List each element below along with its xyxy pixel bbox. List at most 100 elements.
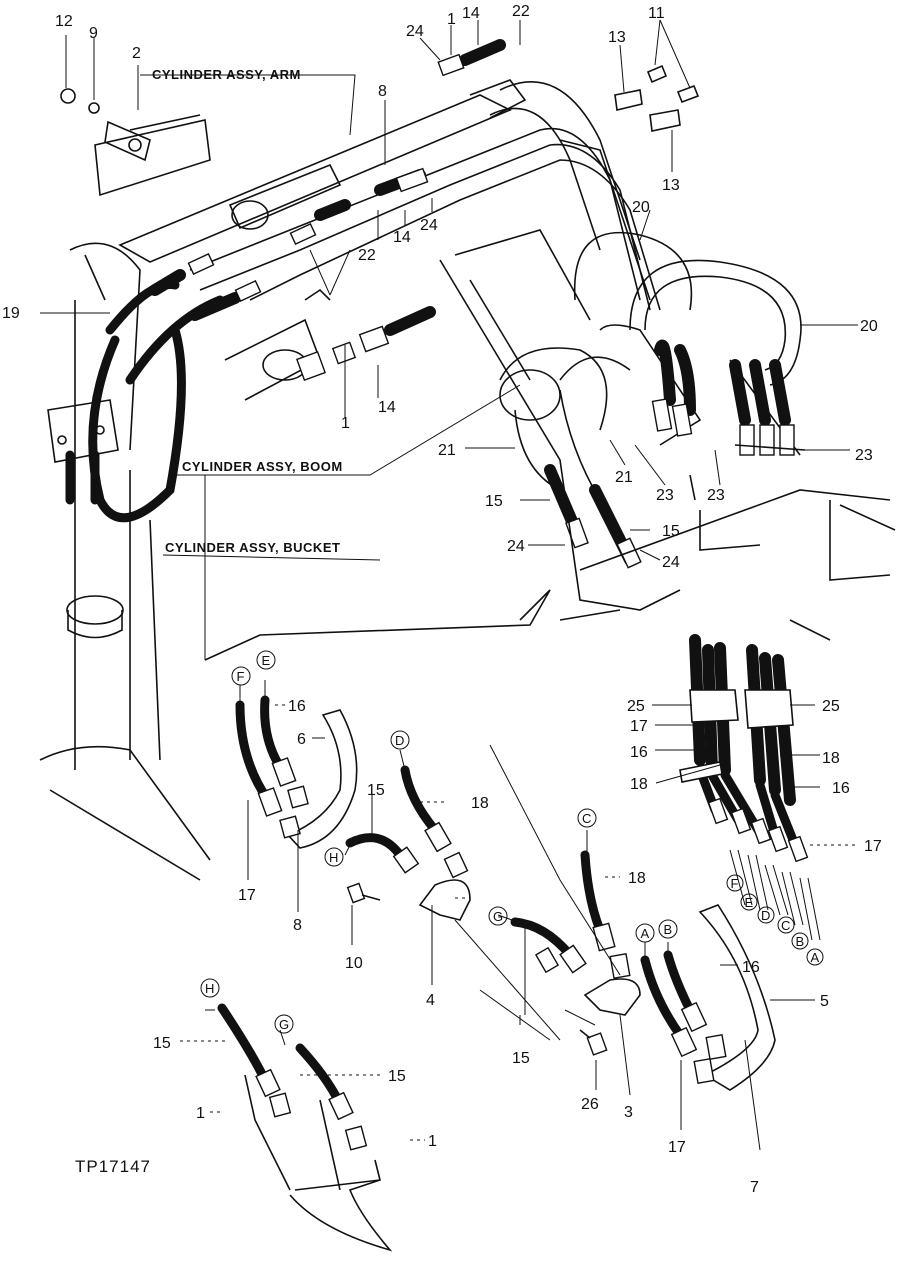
callout-13: 13 bbox=[662, 177, 680, 194]
callout-26: 26 bbox=[581, 1096, 599, 1113]
svg-text:H: H bbox=[329, 850, 338, 865]
hoses-a-b bbox=[640, 904, 776, 1091]
callout-4: 4 bbox=[426, 992, 435, 1009]
callout-14: 14 bbox=[462, 5, 480, 22]
svg-text:B: B bbox=[664, 922, 673, 937]
port-letter-f: F bbox=[231, 666, 251, 686]
callout-23: 23 bbox=[707, 487, 725, 504]
callout-22: 22 bbox=[512, 3, 530, 20]
callout-18: 18 bbox=[471, 795, 489, 812]
callout-21: 21 bbox=[615, 469, 633, 486]
port-letter-d-bundle: D bbox=[757, 906, 775, 924]
port-letter-a: A bbox=[635, 923, 655, 943]
callout-14: 14 bbox=[393, 229, 411, 246]
loop-hoses bbox=[439, 229, 896, 621]
callout-25: 25 bbox=[822, 698, 840, 715]
port-letter-b: B bbox=[658, 919, 678, 939]
callout-17: 17 bbox=[668, 1139, 686, 1156]
port-letter-c: C bbox=[577, 808, 597, 828]
callout-18: 18 bbox=[630, 776, 648, 793]
hose-bundle bbox=[679, 634, 821, 941]
svg-text:E: E bbox=[262, 653, 271, 668]
hoses-g-c bbox=[510, 850, 641, 1056]
reference-code: TP17147 bbox=[75, 1157, 151, 1176]
svg-text:D: D bbox=[395, 733, 404, 748]
port-letter-d: D bbox=[390, 730, 410, 750]
callout-17: 17 bbox=[630, 718, 648, 735]
callout-16: 16 bbox=[832, 780, 850, 797]
callout-23: 23 bbox=[855, 447, 873, 464]
svg-text:H: H bbox=[205, 981, 214, 996]
port-letter-f-bundle: F bbox=[726, 874, 744, 892]
svg-text:A: A bbox=[641, 926, 650, 941]
bucket-cylinder bbox=[217, 1003, 393, 1252]
callout-22: 22 bbox=[358, 247, 376, 264]
callout-7: 7 bbox=[750, 1179, 759, 1196]
svg-text:E: E bbox=[745, 895, 754, 910]
callout-15: 15 bbox=[512, 1050, 530, 1067]
boom-structure bbox=[39, 39, 700, 881]
callout-19: 19 bbox=[2, 305, 20, 322]
port-letter-h: H bbox=[324, 847, 344, 867]
callout-23: 23 bbox=[656, 487, 674, 504]
svg-text:F: F bbox=[237, 669, 245, 684]
callout-20: 20 bbox=[860, 318, 878, 335]
callout-1: 1 bbox=[341, 415, 350, 432]
port-letter-e: E bbox=[256, 650, 276, 670]
callout-5: 5 bbox=[820, 993, 829, 1010]
callout-9: 9 bbox=[89, 25, 98, 42]
callout-25: 25 bbox=[627, 698, 645, 715]
callout-3: 3 bbox=[624, 1104, 633, 1121]
upper-leaders bbox=[40, 19, 858, 661]
callout-8: 8 bbox=[378, 83, 387, 100]
callout-21: 21 bbox=[438, 442, 456, 459]
lower-leaders bbox=[180, 680, 855, 1151]
callout-15: 15 bbox=[153, 1035, 171, 1052]
port-letter-g-bucket: G bbox=[274, 1014, 294, 1034]
callout-16: 16 bbox=[742, 959, 760, 976]
svg-text:B: B bbox=[796, 934, 805, 949]
port-letter-g: G bbox=[488, 906, 508, 926]
port-letter-a-bundle: A bbox=[806, 948, 824, 966]
callout-24: 24 bbox=[662, 554, 680, 571]
svg-text:C: C bbox=[781, 918, 790, 933]
port-letter-h-bucket: H bbox=[200, 978, 220, 998]
callout-15: 15 bbox=[367, 782, 385, 799]
hoses-e-f bbox=[235, 695, 358, 849]
callout-18: 18 bbox=[628, 870, 646, 887]
callout-20: 20 bbox=[632, 199, 650, 216]
callout-24: 24 bbox=[406, 23, 424, 40]
callout-2: 2 bbox=[132, 45, 141, 62]
svg-text:D: D bbox=[761, 908, 770, 923]
callout-1: 1 bbox=[428, 1133, 437, 1150]
callout-1: 1 bbox=[196, 1105, 205, 1122]
callout-14: 14 bbox=[378, 399, 396, 416]
callout-24: 24 bbox=[420, 217, 438, 234]
callout-13: 13 bbox=[608, 29, 626, 46]
callout-16: 16 bbox=[630, 744, 648, 761]
port-letter-e-bundle: E bbox=[740, 893, 758, 911]
port-letter-b-bundle: B bbox=[791, 932, 809, 950]
callout-18: 18 bbox=[822, 750, 840, 767]
callout-15: 15 bbox=[485, 493, 503, 510]
svg-text:A: A bbox=[811, 950, 820, 965]
svg-text:C: C bbox=[582, 811, 591, 826]
callout-6: 6 bbox=[297, 731, 306, 748]
callout-15: 15 bbox=[662, 523, 680, 540]
caption-boom: CYLINDER ASSY, BOOM bbox=[182, 459, 343, 474]
callout-1: 1 bbox=[447, 11, 456, 28]
callout-12: 12 bbox=[55, 13, 73, 30]
caption-bucket: CYLINDER ASSY, BUCKET bbox=[165, 540, 340, 555]
port-letter-c-bundle: C bbox=[777, 916, 795, 934]
svg-text:F: F bbox=[731, 876, 739, 891]
callout-10: 10 bbox=[345, 955, 363, 972]
callout-24: 24 bbox=[507, 538, 525, 555]
callout-11: 11 bbox=[648, 5, 665, 22]
callout-15: 15 bbox=[388, 1068, 406, 1085]
callout-17: 17 bbox=[238, 887, 256, 904]
callout-17: 17 bbox=[864, 838, 882, 855]
svg-text:G: G bbox=[279, 1017, 289, 1032]
svg-text:G: G bbox=[493, 909, 503, 924]
